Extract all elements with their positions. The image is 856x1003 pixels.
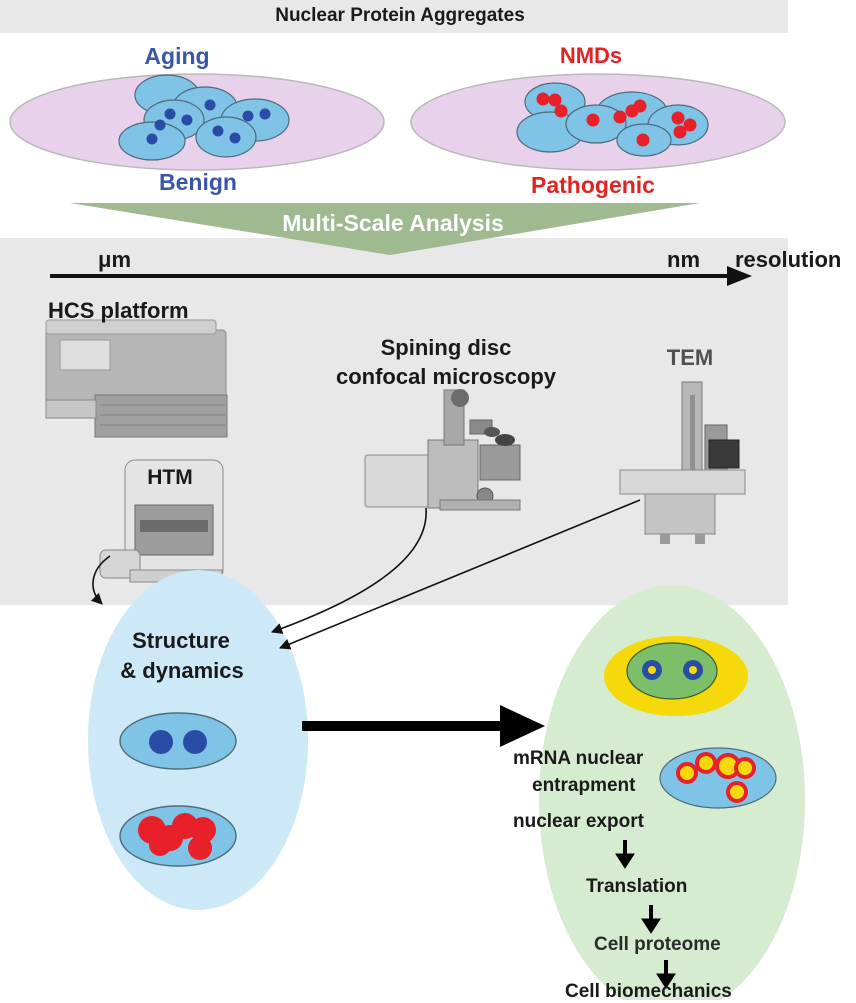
mrna-granule — [734, 757, 756, 779]
red-aggregate — [149, 834, 171, 856]
red-aggregate — [188, 836, 212, 860]
mrna-label-line1: mRNA nuclear — [513, 748, 644, 769]
mrna-granules — [676, 752, 756, 803]
blue-aggregate — [154, 119, 166, 131]
biomechanics-label: Cell biomechanics — [565, 981, 732, 1002]
hcs-label: HCS platform — [48, 298, 189, 323]
blue-aggregate — [164, 108, 176, 120]
axis-label: resolution — [735, 247, 842, 272]
aging-label: Aging — [144, 43, 210, 69]
funnel-label: Multi-Scale Analysis — [282, 210, 504, 236]
axis-end-label: nm — [667, 247, 700, 272]
tem-label: TEM — [666, 345, 714, 370]
analysis-funnel — [70, 203, 700, 255]
mrna-granule — [676, 762, 698, 784]
blue-aggregate — [259, 108, 271, 120]
proteome-label: Cell proteome — [594, 934, 721, 955]
pathogenic-label: Pathogenic — [531, 172, 655, 198]
tem-illustration — [619, 381, 746, 544]
main-arrow-head — [500, 705, 545, 747]
red-aggregate — [671, 111, 685, 125]
confocal-label-line1: Spining disc — [380, 335, 512, 360]
red-aggregate — [636, 133, 650, 147]
benign-label: Benign — [159, 169, 237, 195]
header-title: Nuclear Protein Aggregates — [275, 5, 525, 26]
blue-aggregate — [146, 133, 158, 145]
red-aggregate-cluster — [138, 813, 216, 860]
blue-aggregate — [149, 730, 173, 754]
red-aggregate — [633, 99, 647, 113]
mrna-label-line2: entrapment — [532, 775, 636, 796]
structure-label-line2: & dynamics — [120, 658, 244, 683]
structure-label-line1: Structure — [132, 628, 230, 653]
red-aggregate — [554, 104, 568, 118]
nucleus — [195, 116, 257, 158]
blue-aggregate — [212, 125, 224, 137]
yellow-core — [648, 666, 656, 674]
blue-aggregate — [204, 99, 216, 111]
aging-nuclei — [118, 74, 290, 161]
resolution-axis-arrowhead — [727, 266, 752, 286]
mrna-granule — [726, 781, 748, 803]
benign-nucleus — [119, 712, 237, 770]
red-aggregate — [673, 125, 687, 139]
blue-aggregate — [183, 730, 207, 754]
nmds-dots — [536, 92, 697, 147]
htm-label: HTM — [147, 466, 193, 489]
confocal-microscope-illustration — [364, 389, 521, 511]
confocal-label-line2: confocal microscopy — [335, 364, 557, 389]
htm-arrow — [90, 555, 111, 605]
blue-aggregate — [229, 132, 241, 144]
red-aggregate — [548, 93, 562, 107]
export-label: nuclear export — [513, 811, 644, 832]
header-band — [0, 0, 788, 33]
yellow-core — [689, 666, 697, 674]
hcs-platform-illustration — [45, 319, 228, 438]
red-aggregate — [586, 113, 600, 127]
tem-arrow — [278, 499, 641, 650]
confocal-arrow — [270, 507, 427, 634]
blue-aggregate — [242, 110, 254, 122]
nmds-label: NMDs — [559, 43, 623, 68]
cell-nucleus-green — [626, 642, 718, 700]
mrna-granule — [695, 752, 717, 774]
red-aggregate — [683, 118, 697, 132]
aging-dots — [146, 99, 271, 145]
pathway-arrows — [615, 840, 676, 989]
axis-start-label: μm — [98, 247, 132, 272]
red-aggregate — [613, 110, 627, 124]
blue-aggregate — [181, 114, 193, 126]
red-aggregate — [190, 817, 216, 843]
red-aggregate — [536, 92, 550, 106]
translation-label: Translation — [586, 876, 688, 897]
